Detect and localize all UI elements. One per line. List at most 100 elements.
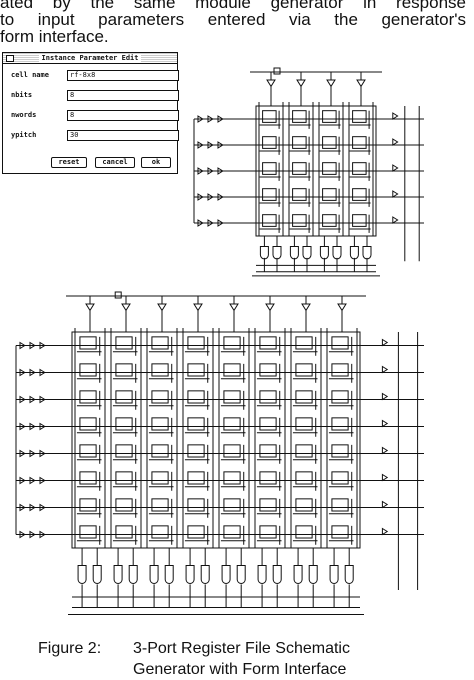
column-sense-amp bbox=[356, 79, 366, 88]
register-cell bbox=[322, 110, 337, 123]
nand-gate bbox=[128, 565, 138, 584]
column-sense-amp bbox=[85, 303, 95, 312]
register-cell bbox=[187, 471, 205, 485]
nand-gate bbox=[308, 565, 318, 584]
intro-line-3: form interface. bbox=[0, 27, 109, 46]
register-cell bbox=[322, 162, 337, 175]
register-cell bbox=[262, 136, 277, 149]
output-driver bbox=[392, 190, 399, 198]
register-cell bbox=[223, 363, 241, 377]
word-line-driver bbox=[217, 193, 224, 201]
word-line-driver bbox=[19, 449, 26, 458]
register-cell bbox=[295, 498, 313, 512]
register-cell bbox=[262, 110, 277, 123]
word-line-driver bbox=[19, 341, 26, 350]
word-line-driver bbox=[197, 167, 204, 175]
word-line-driver bbox=[207, 193, 214, 201]
word-line-driver bbox=[197, 141, 204, 149]
register-cell bbox=[259, 444, 277, 458]
word-line-driver bbox=[207, 115, 214, 123]
output-driver bbox=[381, 419, 389, 428]
register-cell bbox=[262, 214, 277, 227]
register-cell bbox=[223, 525, 241, 539]
form-title: Instance Parameter Edit bbox=[38, 54, 142, 62]
register-cell bbox=[223, 444, 241, 458]
close-box-icon[interactable] bbox=[6, 55, 14, 62]
register-cell bbox=[151, 336, 169, 350]
column-sense-amp bbox=[337, 303, 347, 312]
column-sense-amp bbox=[265, 303, 275, 312]
word-line-driver bbox=[39, 449, 46, 458]
nand-gate bbox=[302, 246, 312, 260]
caption-line-1: 3-Port Register File Schematic bbox=[133, 640, 350, 657]
register-cell bbox=[151, 363, 169, 377]
column-sense-amp bbox=[229, 303, 239, 312]
word-line-driver bbox=[29, 476, 36, 485]
form-title-bar[interactable]: Instance Parameter Edit bbox=[3, 53, 177, 64]
word-line-driver bbox=[217, 219, 224, 227]
cell-name-field[interactable]: rf-8x8 bbox=[67, 70, 179, 81]
register-cell bbox=[331, 525, 349, 539]
register-cell bbox=[259, 390, 277, 404]
register-cell bbox=[79, 498, 97, 512]
register-cell bbox=[352, 188, 367, 201]
word-line-driver bbox=[29, 368, 36, 377]
nand-gate bbox=[349, 246, 359, 260]
word-line-driver bbox=[197, 193, 204, 201]
register-cell bbox=[352, 162, 367, 175]
word-line-driver bbox=[217, 141, 224, 149]
word-line-driver bbox=[19, 476, 26, 485]
output-driver bbox=[392, 164, 399, 172]
nand-gate bbox=[149, 565, 159, 584]
word-line-driver bbox=[29, 395, 36, 404]
nand-gate bbox=[257, 565, 267, 584]
register-cell bbox=[352, 110, 367, 123]
register-cell bbox=[115, 417, 133, 431]
register-cell bbox=[331, 363, 349, 377]
column-sense-amp bbox=[157, 303, 167, 312]
intro-line-2: to input parameters entered via the gene… bbox=[0, 10, 466, 29]
nand-gate bbox=[329, 565, 339, 584]
reset-button[interactable]: reset bbox=[51, 157, 87, 168]
register-cell bbox=[79, 471, 97, 485]
array-frame bbox=[255, 105, 377, 237]
word-line-driver bbox=[207, 141, 214, 149]
nand-gate bbox=[259, 246, 269, 260]
parameter-form-window: Instance Parameter Edit cell name rf-8x8… bbox=[2, 52, 179, 174]
register-cell bbox=[79, 390, 97, 404]
figure-label: Figure 2: bbox=[38, 640, 102, 657]
register-cell bbox=[331, 390, 349, 404]
output-driver bbox=[392, 138, 399, 146]
register-cell bbox=[223, 390, 241, 404]
ypitch-field[interactable]: 30 bbox=[67, 130, 179, 141]
nbits-field[interactable]: 8 bbox=[67, 90, 179, 101]
nand-gate bbox=[344, 565, 354, 584]
register-cell bbox=[115, 471, 133, 485]
register-cell bbox=[151, 417, 169, 431]
nwords-field[interactable]: 8 bbox=[67, 110, 179, 121]
register-cell bbox=[187, 525, 205, 539]
output-driver bbox=[381, 365, 389, 374]
register-cell bbox=[259, 525, 277, 539]
nand-gate bbox=[332, 246, 342, 260]
column-sense-amp bbox=[193, 303, 203, 312]
word-line-driver bbox=[19, 530, 26, 539]
register-cell bbox=[259, 363, 277, 377]
word-line-driver bbox=[29, 530, 36, 539]
register-cell bbox=[322, 214, 337, 227]
register-cell bbox=[223, 336, 241, 350]
word-line-driver bbox=[197, 115, 204, 123]
nand-gate bbox=[362, 246, 372, 260]
ok-button[interactable]: ok bbox=[141, 157, 171, 168]
word-line-driver bbox=[207, 167, 214, 175]
register-cell bbox=[295, 336, 313, 350]
register-cell bbox=[331, 336, 349, 350]
register-cell bbox=[331, 471, 349, 485]
register-cell bbox=[295, 390, 313, 404]
register-cell bbox=[187, 417, 205, 431]
output-driver bbox=[392, 112, 399, 120]
schematic-small bbox=[193, 67, 424, 277]
cancel-button[interactable]: cancel bbox=[95, 157, 135, 168]
word-line-driver bbox=[29, 341, 36, 350]
register-cell bbox=[322, 188, 337, 201]
